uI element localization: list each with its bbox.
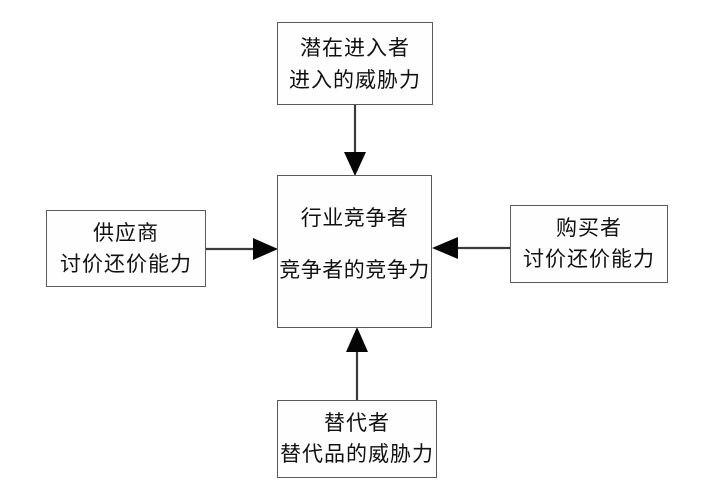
arrow-left-to-center — [206, 238, 278, 260]
box-suppliers[interactable]: 供应商 讨价还价能力 — [46, 210, 206, 287]
box-substitutes-line1: 替代者 — [324, 411, 390, 435]
box-potential-entrants[interactable]: 潜在进入者 进入的威胁力 — [277, 22, 433, 105]
box-buyers-line2: 讨价还价能力 — [523, 247, 655, 271]
arrow-right-to-center — [432, 237, 510, 259]
box-potential-entrants-line2: 进入的威胁力 — [289, 67, 421, 92]
box-industry-competitors-line1: 行业竞争者 — [300, 206, 409, 230]
box-substitutes[interactable]: 替代者 替代品的威胁力 — [277, 400, 437, 478]
box-potential-entrants-line1: 潜在进入者 — [300, 35, 410, 60]
box-suppliers-line2: 讨价还价能力 — [60, 251, 192, 276]
box-industry-competitors[interactable]: 行业竞争者 竞争者的竞争力 — [277, 175, 432, 328]
box-suppliers-line1: 供应商 — [93, 220, 159, 245]
box-industry-competitors-line2: 竞争者的竞争力 — [279, 258, 430, 282]
arrow-bottom-to-center — [346, 327, 368, 400]
box-buyers-line1: 购买者 — [556, 216, 622, 240]
box-substitutes-line2: 替代品的威胁力 — [280, 442, 434, 466]
arrow-top-to-center — [344, 105, 366, 176]
box-buyers[interactable]: 购买者 讨价还价能力 — [510, 205, 668, 283]
